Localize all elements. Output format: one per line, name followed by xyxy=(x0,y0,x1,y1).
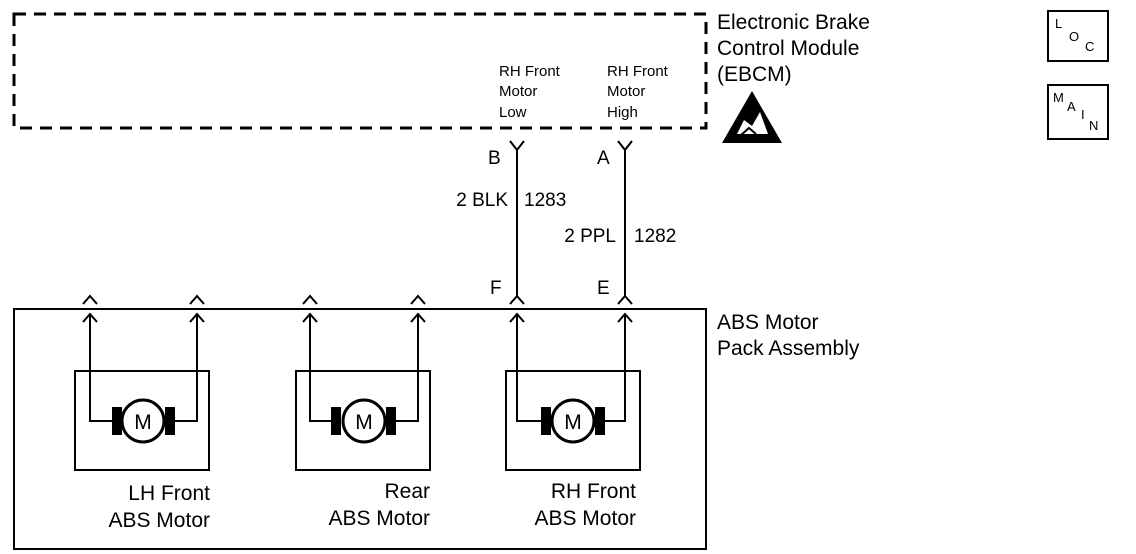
pin-low-desc-2: Motor xyxy=(499,83,537,100)
main-button[interactable]: M A I N xyxy=(1047,84,1109,140)
pin-f-label: F xyxy=(490,278,502,299)
pack-title-line-2: Pack Assembly xyxy=(717,337,860,360)
motor-m-label-lh: M xyxy=(134,411,152,434)
pin-low-desc-3: Low xyxy=(499,104,527,121)
motor-wiring-rh-front-return xyxy=(597,314,626,422)
motor-wiring-rear-return xyxy=(390,314,419,422)
pin-low-desc-1: RH Front xyxy=(499,63,561,80)
loc-letter-c: C xyxy=(1085,39,1095,54)
esd-warning-icon xyxy=(722,91,782,143)
motor-wiring-rh-front xyxy=(516,314,547,422)
pin-e-label: E xyxy=(597,278,610,299)
pin-high-desc-1: RH Front xyxy=(607,63,669,80)
motor-caption-lh-1: LH Front xyxy=(128,482,210,505)
motor-symbol-lh-front xyxy=(112,398,175,444)
motor-symbol-rear xyxy=(331,398,396,444)
motor-m-label-rear: M xyxy=(355,411,373,434)
motor-caption-rh-2: ABS Motor xyxy=(534,507,636,530)
motor-caption-rh-1: RH Front xyxy=(551,480,636,503)
loc-letter-o: O xyxy=(1069,29,1080,44)
pack-outline xyxy=(13,308,707,550)
pin-b-label: B xyxy=(488,148,501,169)
main-letter-m: M xyxy=(1053,90,1064,105)
motor-caption-rear-1: Rear xyxy=(384,480,430,503)
ebcm-outline xyxy=(12,12,708,130)
motor-wiring-lh-front xyxy=(89,314,120,422)
main-letter-i: I xyxy=(1081,107,1085,122)
motor-caption-lh-2: ABS Motor xyxy=(108,509,210,532)
pin-high-desc-3: High xyxy=(607,104,638,121)
motor-wiring-rear xyxy=(309,314,338,422)
motor-m-label-rh: M xyxy=(564,411,582,434)
wire-high-gauge-color: 2 PPL xyxy=(564,226,616,247)
ebcm-title-line-2: Control Module xyxy=(717,37,859,60)
pack-connector-chevrons xyxy=(82,294,633,305)
motor-wiring-lh-front-return xyxy=(170,314,198,422)
main-letter-a: A xyxy=(1067,99,1076,114)
loc-letter-l: L xyxy=(1055,16,1063,31)
motor-symbol-rh-front xyxy=(541,398,605,444)
ebcm-title-line-1: Electronic Brake xyxy=(717,11,870,34)
pack-internal-arrows xyxy=(82,312,633,323)
motor-box-rear xyxy=(295,370,431,471)
loc-button[interactable]: L O C xyxy=(1047,10,1109,62)
pin-high-desc-2: Motor xyxy=(607,83,645,100)
ebcm-pin-b-connector xyxy=(509,140,525,152)
main-letter-n: N xyxy=(1089,118,1099,133)
ebcm-pin-a-connector xyxy=(617,140,633,152)
motor-caption-rear-2: ABS Motor xyxy=(328,507,430,530)
pin-a-label: A xyxy=(597,148,610,169)
motor-box-lh-front xyxy=(74,370,210,471)
wire-low-circuit: 1283 xyxy=(524,190,566,211)
pack-title-line-1: ABS Motor xyxy=(717,311,819,334)
ebcm-title-line-3: (EBCM) xyxy=(717,63,792,86)
wire-high-circuit: 1282 xyxy=(634,226,676,247)
motor-box-rh-front xyxy=(505,370,641,471)
wire-low-gauge-color: 2 BLK xyxy=(456,190,508,211)
